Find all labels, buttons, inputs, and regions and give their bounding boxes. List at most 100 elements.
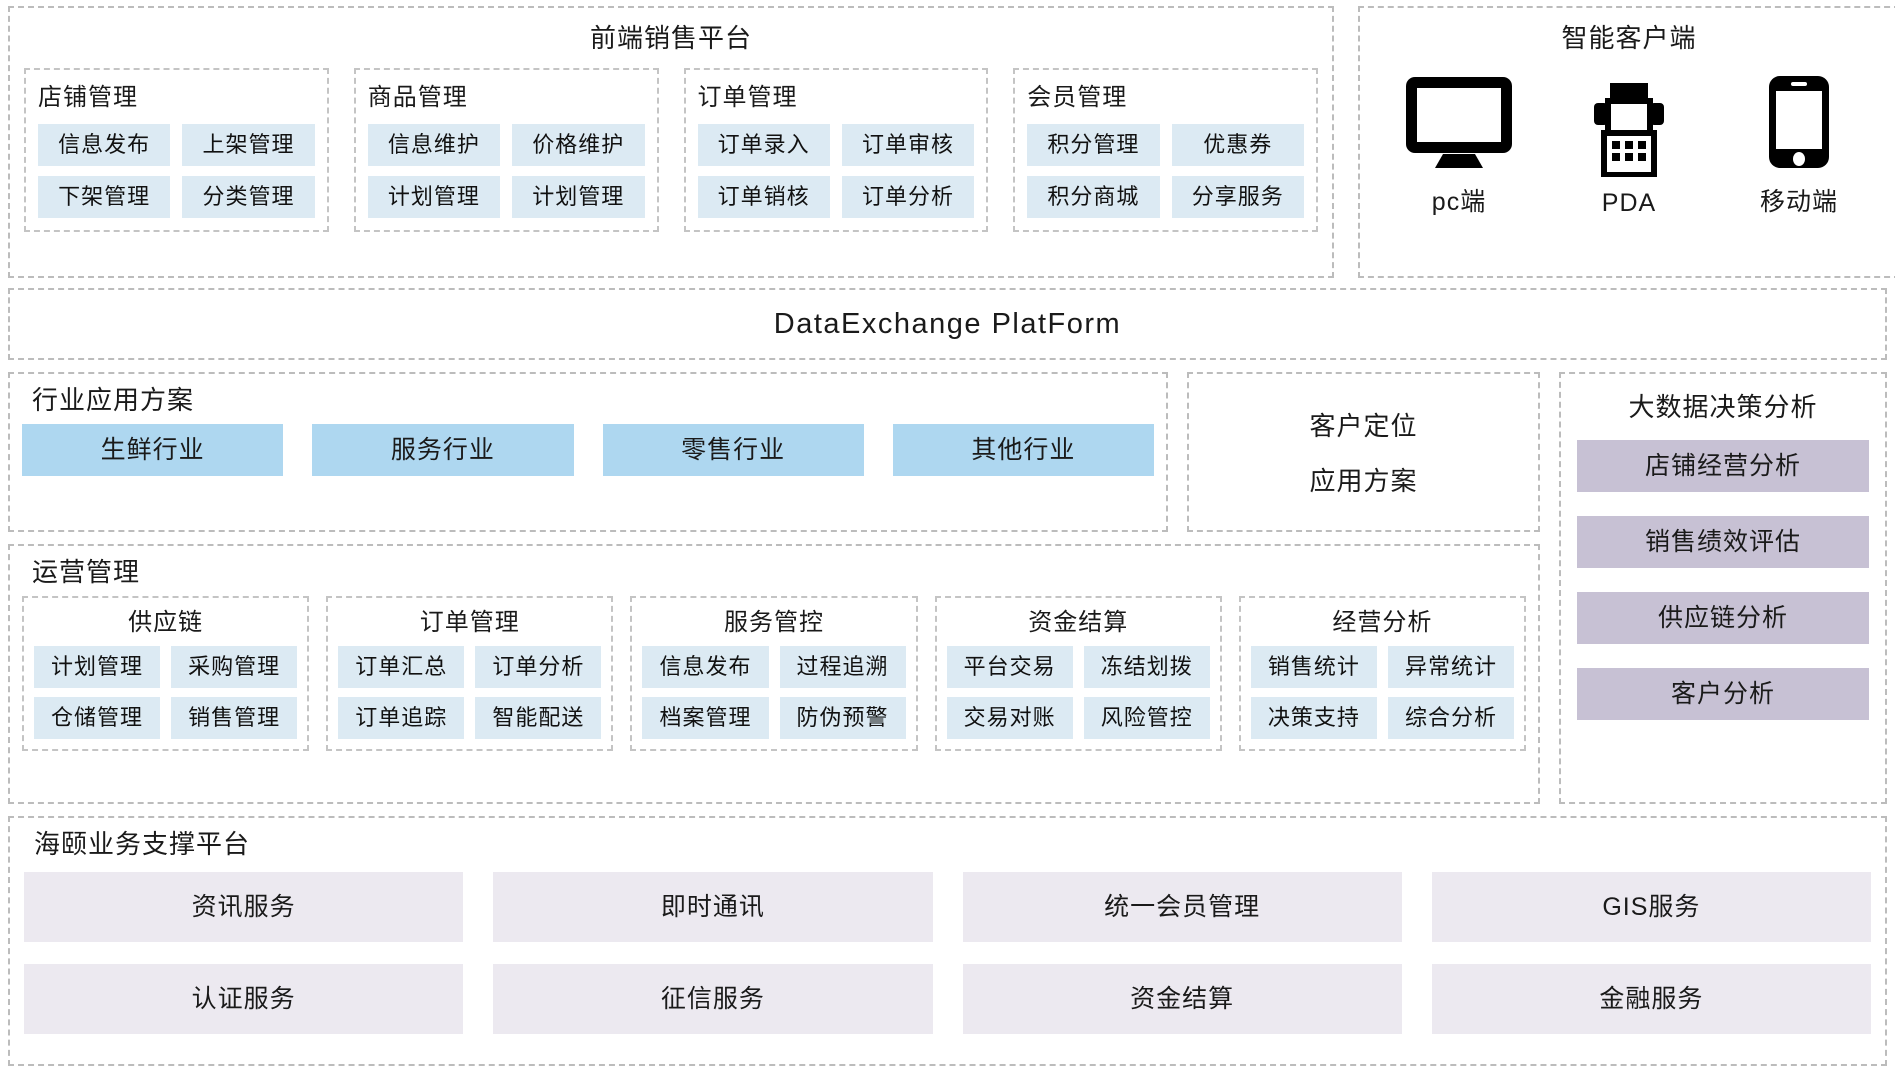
chip-item[interactable]: 订单追踪 bbox=[338, 697, 465, 739]
frontend-module-row: 店铺管理 信息发布 上架管理 下架管理 分类管理 商品管理 信息维护 价格维护 … bbox=[24, 68, 1318, 232]
chip-item[interactable]: 计划管理 bbox=[34, 646, 161, 688]
chip-item[interactable]: 订单分析 bbox=[841, 176, 975, 218]
device-pc[interactable]: pc端 bbox=[1374, 74, 1544, 218]
device-pda[interactable]: PDA bbox=[1544, 81, 1714, 218]
chip-item[interactable]: 交易对账 bbox=[946, 697, 1073, 739]
chip-item[interactable]: 积分管理 bbox=[1027, 124, 1160, 166]
chip-item[interactable]: 订单汇总 bbox=[338, 646, 465, 688]
industry-section-title: 行业应用方案 bbox=[32, 385, 195, 415]
operations-section-title: 运营管理 bbox=[32, 557, 141, 587]
chip-item[interactable]: 订单录入 bbox=[697, 124, 830, 166]
ops-box-title: 服务管控 bbox=[724, 609, 824, 636]
middle-left-column: 行业应用方案 生鲜行业 服务行业 零售行业 其他行业 客户定位 应用方案 运营管… bbox=[8, 372, 1540, 804]
support-chip[interactable]: 认证服务 bbox=[24, 964, 464, 1034]
ops-box-service-control[interactable]: 服务管控 信息发布 过程追溯 档案管理 防伪预警 bbox=[630, 596, 918, 751]
bigdata-decision-analysis-section: 大数据决策分析 店铺经营分析 销售绩效评估 供应链分析 客户分析 bbox=[1559, 372, 1887, 804]
module-member-management[interactable]: 会员管理 积分管理 优惠券 积分商城 分享服务 bbox=[1013, 68, 1318, 232]
support-chip[interactable]: GIS服务 bbox=[1431, 872, 1871, 942]
mobile-phone-icon bbox=[1769, 76, 1829, 168]
chip-item[interactable]: 过程追溯 bbox=[779, 646, 906, 688]
chip-item[interactable]: 优惠券 bbox=[1171, 124, 1304, 166]
chip-item[interactable]: 订单分析 bbox=[475, 646, 602, 688]
module-store-management[interactable]: 店铺管理 信息发布 上架管理 下架管理 分类管理 bbox=[24, 68, 329, 232]
top-row: 前端销售平台 店铺管理 信息发布 上架管理 下架管理 分类管理 商品管理 信息维… bbox=[8, 6, 1895, 278]
chip-item[interactable]: 价格维护 bbox=[512, 124, 645, 166]
chip-item[interactable]: 信息发布 bbox=[642, 646, 769, 688]
support-chip[interactable]: 征信服务 bbox=[493, 964, 933, 1034]
chip-item[interactable]: 下架管理 bbox=[38, 176, 171, 218]
device-list: pc端 PD bbox=[1374, 74, 1884, 218]
module-title: 商品管理 bbox=[367, 84, 468, 111]
module-chip-grid: 积分管理 优惠券 积分商城 分享服务 bbox=[1027, 124, 1304, 218]
device-mobile[interactable]: 移动端 bbox=[1714, 74, 1884, 218]
ops-box-business-analysis[interactable]: 经营分析 销售统计 异常统计 决策支持 综合分析 bbox=[1238, 596, 1527, 751]
module-title: 订单管理 bbox=[697, 84, 798, 111]
module-product-management[interactable]: 商品管理 信息维护 价格维护 计划管理 计划管理 bbox=[353, 68, 659, 232]
ops-box-title: 经营分析 bbox=[1332, 609, 1433, 636]
chip-item[interactable]: 决策支持 bbox=[1250, 697, 1377, 739]
support-chip[interactable]: 统一会员管理 bbox=[962, 872, 1402, 942]
ops-chip-grid: 销售统计 异常统计 决策支持 综合分析 bbox=[1250, 646, 1515, 739]
chip-item[interactable]: 销售统计 bbox=[1250, 646, 1377, 688]
chip-item[interactable]: 销售管理 bbox=[171, 697, 298, 739]
chip-item[interactable]: 仓储管理 bbox=[34, 697, 161, 739]
chip-item[interactable]: 智能配送 bbox=[475, 697, 602, 739]
bigdata-chip[interactable]: 供应链分析 bbox=[1577, 592, 1869, 644]
chip-item[interactable]: 平台交易 bbox=[946, 646, 1073, 688]
frontend-section-title: 前端销售平台 bbox=[589, 23, 752, 53]
support-chip[interactable]: 资讯服务 bbox=[24, 872, 464, 942]
chip-item[interactable]: 分类管理 bbox=[182, 176, 315, 218]
module-chip-grid: 信息发布 上架管理 下架管理 分类管理 bbox=[38, 124, 315, 218]
bigdata-chip[interactable]: 客户分析 bbox=[1577, 668, 1869, 720]
support-section-title: 海颐业务支撑平台 bbox=[34, 829, 251, 859]
chip-item[interactable]: 采购管理 bbox=[171, 646, 298, 688]
chip-item[interactable]: 积分商城 bbox=[1027, 176, 1160, 218]
smart-client-section: 智能客户端 pc端 bbox=[1358, 6, 1895, 278]
chip-item[interactable]: 订单审核 bbox=[841, 124, 975, 166]
ops-box-order-management[interactable]: 订单管理 订单汇总 订单分析 订单追踪 智能配送 bbox=[326, 596, 614, 751]
chip-item[interactable]: 异常统计 bbox=[1387, 646, 1515, 688]
chip-item[interactable]: 信息维护 bbox=[367, 124, 501, 166]
client-section-title: 智能客户端 bbox=[1561, 23, 1697, 53]
desktop-monitor-icon bbox=[1406, 77, 1512, 168]
customer-positioning-line-1: 客户定位 bbox=[1309, 411, 1418, 441]
chip-item[interactable]: 综合分析 bbox=[1387, 697, 1515, 739]
chip-item[interactable]: 计划管理 bbox=[512, 176, 645, 218]
chip-item[interactable]: 上架管理 bbox=[182, 124, 315, 166]
support-chip[interactable]: 金融服务 bbox=[1431, 964, 1871, 1034]
industry-chip[interactable]: 零售行业 bbox=[602, 424, 864, 476]
support-chip[interactable]: 即时通讯 bbox=[493, 872, 933, 942]
chip-item[interactable]: 订单销核 bbox=[697, 176, 830, 218]
module-chip-grid: 订单录入 订单审核 订单销核 订单分析 bbox=[697, 124, 975, 218]
industry-chip[interactable]: 服务行业 bbox=[312, 424, 574, 476]
ops-box-supply-chain[interactable]: 供应链 计划管理 采购管理 仓储管理 销售管理 bbox=[22, 596, 310, 751]
ops-box-fund-settlement[interactable]: 资金结算 平台交易 冻结划拨 交易对账 风险管控 bbox=[934, 596, 1222, 751]
pda-terminal-icon bbox=[1594, 83, 1664, 177]
ops-box-title: 资金结算 bbox=[1028, 609, 1129, 636]
industry-and-customer-row: 行业应用方案 生鲜行业 服务行业 零售行业 其他行业 客户定位 应用方案 bbox=[8, 372, 1540, 532]
bigdata-chip[interactable]: 销售绩效评估 bbox=[1577, 516, 1869, 568]
frontend-sales-platform-section: 前端销售平台 店铺管理 信息发布 上架管理 下架管理 分类管理 商品管理 信息维… bbox=[8, 6, 1334, 278]
chip-item[interactable]: 计划管理 bbox=[367, 176, 501, 218]
chip-item[interactable]: 风险管控 bbox=[1083, 697, 1210, 739]
chip-item[interactable]: 分享服务 bbox=[1171, 176, 1304, 218]
bigdata-chip[interactable]: 店铺经营分析 bbox=[1577, 440, 1869, 492]
chip-item[interactable]: 冻结划拨 bbox=[1083, 646, 1210, 688]
ops-chip-grid: 订单汇总 订单分析 订单追踪 智能配送 bbox=[338, 646, 602, 739]
module-order-management[interactable]: 订单管理 订单录入 订单审核 订单销核 订单分析 bbox=[683, 68, 989, 232]
middle-row: 行业应用方案 生鲜行业 服务行业 零售行业 其他行业 客户定位 应用方案 运营管… bbox=[8, 372, 1887, 804]
industry-chip-row: 生鲜行业 服务行业 零售行业 其他行业 bbox=[22, 424, 1154, 476]
industry-chip[interactable]: 其他行业 bbox=[892, 424, 1154, 476]
customer-positioning-section[interactable]: 客户定位 应用方案 bbox=[1187, 372, 1540, 532]
ops-chip-grid: 平台交易 冻结划拨 交易对账 风险管控 bbox=[946, 646, 1210, 739]
bigdata-section-title: 大数据决策分析 bbox=[1628, 392, 1818, 422]
support-chip-grid: 资讯服务 即时通讯 统一会员管理 GIS服务 认证服务 征信服务 资金结算 金融… bbox=[24, 872, 1871, 1034]
support-chip[interactable]: 资金结算 bbox=[962, 964, 1402, 1034]
module-chip-grid: 信息维护 价格维护 计划管理 计划管理 bbox=[367, 124, 645, 218]
industry-chip[interactable]: 生鲜行业 bbox=[22, 424, 284, 476]
operations-box-row: 供应链 计划管理 采购管理 仓储管理 销售管理 订单管理 订单汇总 订单分析 bbox=[22, 596, 1527, 751]
chip-item[interactable]: 档案管理 bbox=[642, 697, 769, 739]
chip-item[interactable]: 信息发布 bbox=[38, 124, 171, 166]
chip-item[interactable]: 防伪预警 bbox=[779, 697, 906, 739]
bigdata-chip-list: 店铺经营分析 销售绩效评估 供应链分析 客户分析 bbox=[1577, 440, 1869, 720]
